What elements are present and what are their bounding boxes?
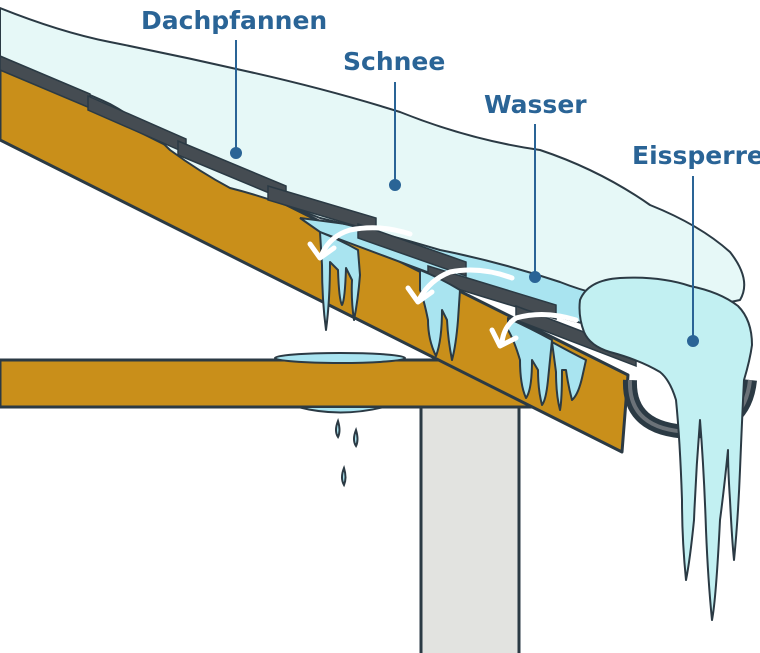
flow-arrow [489,327,519,349]
roof-tiles [0,55,637,368]
flow-arrow [405,285,435,305]
label-roof-tiles: Dachpfannen [141,6,328,35]
label-water: Wasser [484,90,587,119]
roof-rafter [0,60,630,454]
flow-arrows [307,225,579,349]
falling-drops [335,417,359,488]
drip-cluster [507,317,553,406]
wall-post [419,400,521,653]
leader-dot [529,271,541,283]
drip-cluster [551,341,587,411]
flow-arrow [319,225,413,257]
ice-dam [578,276,753,621]
puddle-underside [297,406,385,414]
leader-dot [687,335,699,347]
flow-arrow [499,312,579,345]
label-ice-dam: Eissperre [632,141,760,170]
leader-lines [230,40,699,347]
leader-dot [389,179,401,191]
flow-arrow [417,267,515,301]
label-snow: Schnee [343,47,446,76]
flow-arrow [307,241,337,261]
leader-dot [230,147,242,159]
puddle-top [274,352,406,364]
roof-tile [357,222,467,278]
drip-cluster [319,231,361,331]
